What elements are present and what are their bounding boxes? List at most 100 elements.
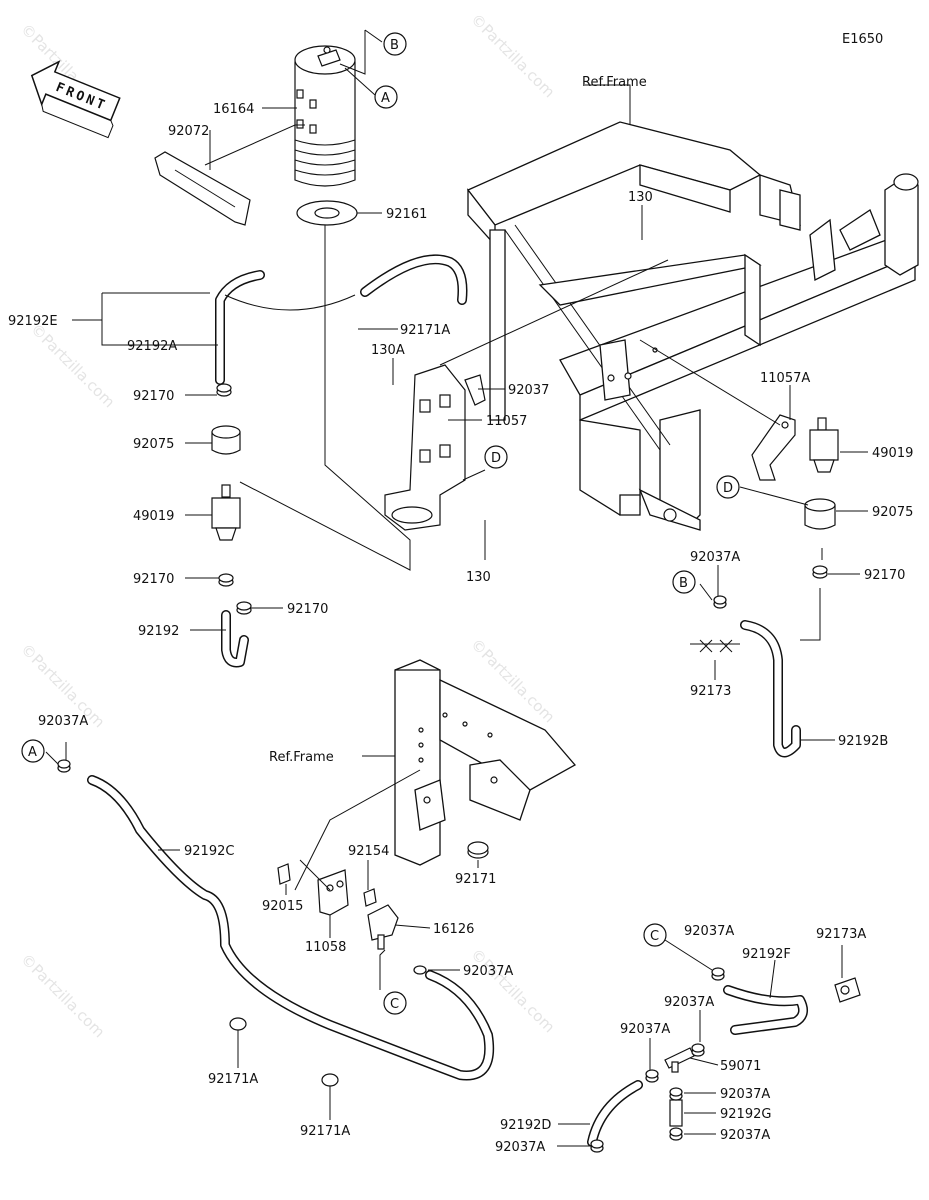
part-label: 92171A [300, 1124, 350, 1139]
ref-frame-label-lower: Ref.Frame [269, 750, 334, 765]
part-label: 92170 [864, 568, 905, 583]
clamp-92170-lower [218, 573, 252, 615]
part-label: 49019 [133, 509, 174, 524]
hose-92192C [87, 775, 495, 1081]
part-label: 92075 [872, 505, 913, 520]
diagram-code: E1650 [842, 32, 883, 47]
part-label: 92037A [620, 1022, 670, 1037]
part-label: 92037A [684, 924, 734, 939]
part-label: 92171 [455, 872, 496, 887]
part-label: 92173 [690, 684, 731, 699]
part-label: 92161 [386, 207, 427, 222]
part-label: 92192B [838, 734, 888, 749]
svg-text:D: D [491, 451, 501, 466]
watermark: ©Partzilla.com [467, 10, 558, 101]
callout-B-top: B [383, 32, 407, 56]
strap-92072 [154, 151, 251, 226]
part-label: 92192D [500, 1118, 551, 1133]
hose-92192 [221, 610, 249, 668]
callout-A-left: A [21, 739, 45, 763]
part-label: 130 [628, 190, 653, 205]
bracket-11057A [751, 414, 796, 481]
part-label: 92192 [138, 624, 179, 639]
grommet-92161 [296, 200, 358, 226]
bracket-11057 [384, 364, 486, 531]
part-label: 92170 [133, 572, 174, 587]
part-label: 92192G [720, 1107, 771, 1122]
filter-49019-right [809, 417, 839, 473]
svg-text:C: C [650, 929, 659, 944]
part-label: 92192E [8, 314, 58, 329]
svg-text:B: B [679, 576, 688, 591]
part-label: 49019 [872, 446, 913, 461]
clamp-92170-upper [216, 383, 232, 397]
clamp-92037A-left [57, 759, 71, 773]
part-label: 92171A [208, 1072, 258, 1087]
main-frame [466, 121, 919, 531]
clip-92173A [834, 977, 861, 1003]
part-label: 92037A [664, 995, 714, 1010]
hose-92192E [215, 254, 468, 385]
bolt-92154 [363, 888, 377, 907]
clip-92173 [690, 639, 740, 653]
clamps-92037A-lower-right [590, 967, 725, 1153]
part-label: 16164 [213, 102, 254, 117]
callout-D-center: D [484, 445, 508, 469]
clamp-92037A-valve [413, 965, 427, 975]
ref-frame-label-top: Ref.Frame [582, 75, 647, 90]
part-label: 92037 [508, 383, 549, 398]
bolt-92015 [277, 863, 291, 885]
svg-text:A: A [28, 745, 37, 760]
part-label: 92037A [690, 550, 740, 565]
part-label: 92154 [348, 844, 389, 859]
part-label: 92192C [184, 844, 234, 859]
hose-92192D [587, 1080, 643, 1147]
joint-59071 [664, 1047, 695, 1073]
part-label: 92037A [463, 964, 513, 979]
callout-C-valve: C [383, 991, 407, 1015]
bracket-11058 [317, 869, 349, 916]
lower-frame [394, 659, 577, 866]
clamp-92170-right [812, 565, 828, 579]
svg-text:A: A [381, 91, 390, 106]
part-label: 92173A [816, 927, 866, 942]
part-label: 92192F [742, 947, 791, 962]
svg-text:B: B [390, 38, 399, 53]
part-label: 92072 [168, 124, 209, 139]
part-labels: Ref.Frame Ref.Frame 16164 92072 92161 92… [8, 75, 913, 1155]
callout-A-top: A [374, 85, 398, 109]
part-label: 92170 [133, 389, 174, 404]
callout-B-right: B [672, 570, 696, 594]
canister-16164 [294, 45, 356, 187]
watermark: ©Partzilla.com [27, 320, 118, 411]
part-label: 59071 [720, 1059, 761, 1074]
part-label: 130A [371, 343, 405, 358]
hose-92192B [740, 620, 801, 758]
clamp-92037A-right [713, 595, 727, 609]
clamp-92171 [467, 841, 489, 859]
watermark: ©Partzilla.com [17, 950, 108, 1041]
part-label: 92037A [495, 1140, 545, 1155]
part-label: 11057A [760, 371, 810, 386]
valve-16126 [367, 904, 399, 950]
part-label: 11057 [486, 414, 527, 429]
part-label: 92171A [400, 323, 450, 338]
part-label: 92037A [38, 714, 88, 729]
callout-C-right: C [643, 923, 667, 947]
part-label: 92170 [287, 602, 328, 617]
part-label: 92037A [720, 1128, 770, 1143]
callout-D-right: D [716, 475, 740, 499]
hose-92192G [669, 1099, 683, 1127]
filter-49019-left [211, 484, 241, 541]
svg-text:C: C [390, 997, 399, 1012]
leader-lines [45, 29, 868, 1147]
hose-92192F [723, 985, 809, 1035]
part-label: 92015 [262, 899, 303, 914]
part-label: 16126 [433, 922, 474, 937]
svg-text:D: D [723, 481, 733, 496]
part-label: 92037A [720, 1087, 770, 1102]
cap-92075-right [804, 498, 836, 530]
part-label: 11058 [305, 940, 346, 955]
part-label: 92192A [127, 339, 177, 354]
